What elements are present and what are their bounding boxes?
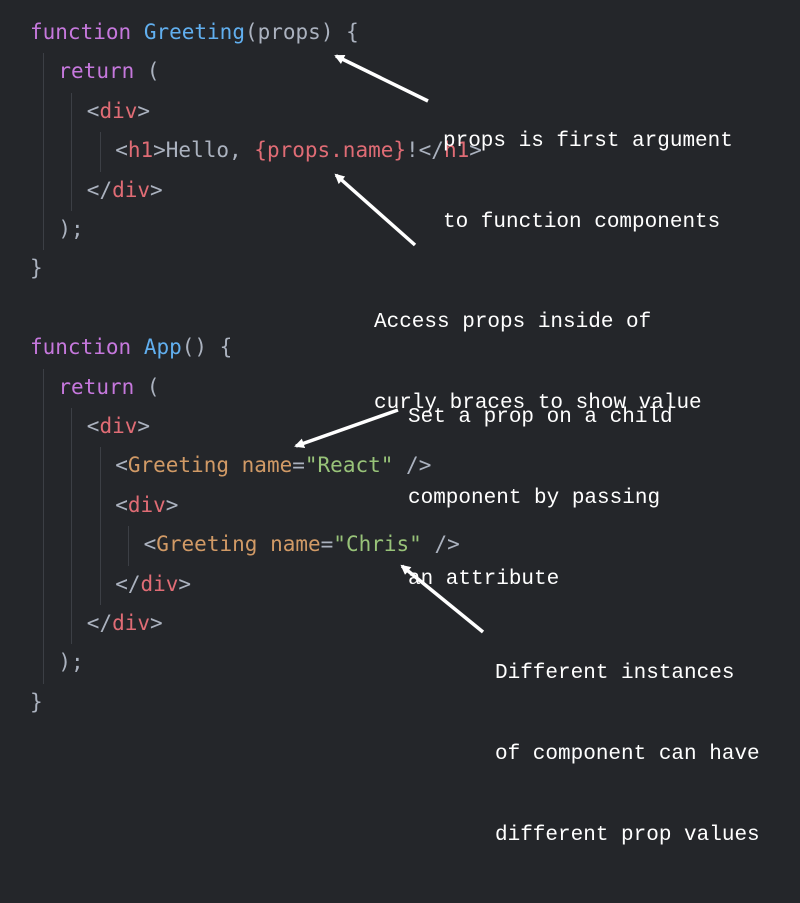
code-token-plain: >Hello, (153, 138, 255, 163)
code-token-keyword: return (58, 374, 135, 399)
code-line: ); (58, 648, 83, 676)
code-token-plain: (props) { (244, 20, 359, 44)
code-token-plain: < (115, 492, 128, 517)
annotation-line: Access props inside of (374, 311, 652, 334)
arrow-to-props-param (334, 54, 429, 103)
code-token-plain: > (178, 571, 192, 596)
indent-guide (71, 92, 73, 211)
annotation-line: of component can have (495, 743, 760, 766)
indent-guide (71, 408, 73, 645)
code-token-plain: () { (181, 335, 233, 360)
code-token-plain: ( (134, 59, 160, 84)
code-token-plain: > (137, 98, 151, 123)
code-line: </div> (87, 176, 163, 204)
annotation-access-props: Access props inside of curly braces to s… (374, 255, 702, 471)
code-token-string: "React" (304, 453, 394, 478)
code-token-plain: > (165, 492, 179, 517)
code-token-plain: } (30, 256, 43, 281)
code-token-plain: < (143, 532, 157, 557)
code-token-plain: > (137, 414, 151, 438)
code-line: <Greeting name="Chris" /> (144, 530, 460, 558)
code-line: } (30, 688, 43, 716)
code-token-keyword: function (30, 335, 132, 360)
code-token-string: "Chris" (333, 532, 422, 557)
code-token-tag: div (127, 492, 166, 517)
code-token-plain: /> (393, 453, 432, 478)
code-token-tag: div (112, 611, 151, 635)
code-token-tag: h1 (127, 138, 154, 163)
code-line: } (30, 254, 43, 282)
code-token-tag: div (99, 414, 138, 438)
code-token-attribute: name (270, 532, 321, 557)
annotation-line: props is first argument (443, 130, 733, 153)
code-line: return ( (58, 57, 159, 85)
code-line: function App() { (30, 333, 232, 361)
annotation-line: different prop values (495, 824, 760, 847)
code-token-attribute: name (241, 453, 293, 478)
code-token-plain: < (115, 138, 128, 163)
code-line: <div> (87, 412, 150, 440)
code-line: function Greeting(props) { (30, 18, 359, 46)
annotation-line: to function components (443, 211, 721, 234)
arrow-to-chris-instance (400, 564, 485, 634)
indent-guide (43, 53, 44, 251)
code-token-attribute: Greeting (156, 532, 258, 557)
annotation-line: curly braces to show value (374, 392, 702, 415)
code-token-plain: < (115, 453, 128, 478)
code-token-function-name: App (143, 335, 182, 360)
code-line: </div> (87, 609, 163, 637)
code-token-plain: /> (421, 532, 460, 557)
code-line: <h1>Hello, {props.name}!</h1> (115, 136, 482, 164)
code-token-plain: </ (86, 611, 113, 635)
code-token-tag: div (99, 98, 138, 123)
code-token-plain: > (150, 177, 163, 202)
code-line: ); (58, 215, 83, 243)
code-token-plain: < (86, 98, 100, 123)
indent-guide (128, 526, 130, 566)
indent-guide (43, 368, 44, 684)
code-token-tag: {props.name} (254, 138, 407, 163)
code-token-function-name: Greeting (143, 20, 245, 44)
annotation-line: Different instances (495, 662, 735, 685)
arrow-to-props-name (334, 173, 417, 247)
code-token-keyword: function (30, 20, 132, 44)
code-token-plain: ); (58, 650, 84, 675)
code-token-plain: ( (134, 374, 160, 399)
code-token-plain: = (292, 453, 305, 478)
arrow-to-name-attribute (294, 408, 399, 449)
annotation-set-prop: Set a prop on a child component by passi… (408, 350, 673, 647)
code-token-plain: !</ (406, 138, 444, 163)
code-line: <div> (87, 97, 150, 125)
code-token-plain: </ (86, 177, 113, 202)
annotation-line: Set a prop on a child (408, 406, 673, 429)
indent-guide (99, 132, 101, 172)
code-token-plain: < (86, 414, 100, 438)
annotation-line: component by passing (408, 487, 661, 510)
code-token-attribute: Greeting (127, 453, 229, 478)
annotation-props-argument: props is first argument to function comp… (443, 74, 733, 290)
code-token-plain: = (320, 532, 334, 557)
code-token-tag: h1 (443, 138, 470, 163)
code-token-plain: > (469, 138, 482, 163)
code-token-plain: > (150, 611, 163, 635)
code-token-tag: div (140, 571, 179, 596)
code-token-keyword: return (58, 59, 135, 84)
code-token-plain: </ (115, 571, 141, 596)
code-line: <Greeting name="React" /> (115, 451, 431, 479)
code-diagram: function Greeting(props) {return (<div><… (30, 18, 760, 847)
indent-guide (99, 447, 101, 605)
code-token-plain: } (30, 689, 43, 714)
code-line: return ( (58, 373, 159, 401)
annotation-arrows (294, 54, 485, 634)
code-line: <div> (115, 491, 178, 519)
code-line: </div> (115, 570, 191, 598)
code-token-tag: div (112, 177, 151, 202)
code-token-plain: ); (58, 217, 84, 241)
